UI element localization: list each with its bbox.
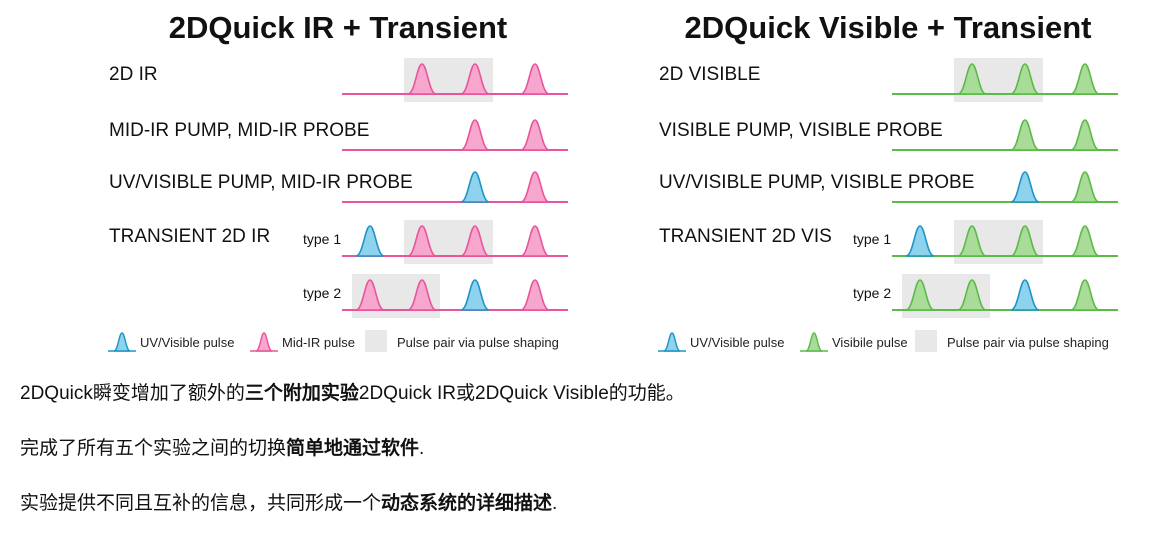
uv-visible-pulse xyxy=(355,225,385,257)
uv-visible-pulse xyxy=(1010,279,1040,311)
type-label: type 1 xyxy=(303,231,341,247)
legend-pulse-icon xyxy=(255,332,273,352)
legend: UV/Visible pulse Mid-IR pulse Pulse pair v… xyxy=(108,330,559,352)
visible-pulse xyxy=(1070,225,1100,257)
mid-ir-pulse xyxy=(520,225,550,257)
row-label: TRANSIENT 2D VIS xyxy=(659,226,832,247)
row-label: 2D VISIBLE xyxy=(659,64,760,85)
mid-ir-pulse xyxy=(407,63,437,95)
visible-pulse xyxy=(1010,225,1040,257)
sequence-row: type 2 xyxy=(303,274,568,318)
type-label: type 2 xyxy=(853,285,891,301)
visible-pulse xyxy=(1070,119,1100,151)
visible-pulse xyxy=(1070,171,1100,203)
uv-visible-pulse xyxy=(460,171,490,203)
paragraph-2: 完成了所有五个实验之间的切换简单地通过软件. xyxy=(20,438,425,459)
legend-label: Visibile pulse xyxy=(832,335,908,350)
legend-shade-swatch xyxy=(365,330,387,352)
paragraph-1: 2DQuick瞬变增加了额外的三个附加实验2DQuick IR或2DQuick … xyxy=(20,383,685,404)
legend-uv-pulse-icon xyxy=(663,332,681,352)
paragraph-3: 实验提供不同且互补的信息，共同形成一个动态系统的详细描述. xyxy=(20,493,558,514)
legend-shade-swatch xyxy=(915,330,937,352)
mid-ir-pulse xyxy=(460,119,490,151)
legend-label: Mid-IR pulse xyxy=(282,335,355,350)
row-label: MID-IR PUMP, MID-IR PROBE xyxy=(109,120,369,141)
row-label: VISIBLE PUMP, VISIBLE PROBE xyxy=(659,120,943,141)
visible-pulse xyxy=(957,279,987,311)
mid-ir-pulse xyxy=(520,279,550,311)
mid-ir-pulse xyxy=(460,225,490,257)
legend-pulse-icon xyxy=(805,332,823,352)
mid-ir-pulse xyxy=(520,119,550,151)
visible-pulse xyxy=(957,63,987,95)
sequence-row: UV/VISIBLE PUMP, MID-IR PROBE xyxy=(109,171,568,203)
legend-label: UV/Visible pulse xyxy=(140,335,234,350)
visible-pulse xyxy=(1010,119,1040,151)
legend: UV/Visible pulse Visibile pulse Pulse pair… xyxy=(658,330,1109,352)
sequence-row: 2D VISIBLE xyxy=(659,58,1118,102)
row-label: UV/VISIBLE PUMP, VISIBLE PROBE xyxy=(659,172,974,193)
uv-visible-pulse xyxy=(905,225,935,257)
panel-2: 2DQuick Visible + Transient 2D VISIBLE VIS… xyxy=(658,10,1118,352)
mid-ir-pulse xyxy=(407,225,437,257)
visible-pulse xyxy=(905,279,935,311)
mid-ir-pulse xyxy=(460,63,490,95)
visible-pulse xyxy=(1070,279,1100,311)
legend-label: Pulse pair via pulse shaping xyxy=(397,335,559,350)
legend-label: Pulse pair via pulse shaping xyxy=(947,335,1109,350)
sequence-row: 2D IR xyxy=(109,58,568,102)
uv-visible-pulse xyxy=(460,279,490,311)
sequence-row: VISIBLE PUMP, VISIBLE PROBE xyxy=(659,119,1118,151)
row-label: TRANSIENT 2D IR xyxy=(109,226,270,247)
mid-ir-pulse xyxy=(355,279,385,311)
mid-ir-pulse xyxy=(520,171,550,203)
mid-ir-pulse xyxy=(407,279,437,311)
panel-title: 2DQuick IR + Transient xyxy=(169,10,508,45)
type-label: type 1 xyxy=(853,231,891,247)
visible-pulse xyxy=(1010,63,1040,95)
legend-uv-pulse-icon xyxy=(113,332,131,352)
row-label: 2D IR xyxy=(109,64,158,85)
row-label: UV/VISIBLE PUMP, MID-IR PROBE xyxy=(109,172,413,193)
type-label: type 2 xyxy=(303,285,341,301)
uv-visible-pulse xyxy=(1010,171,1040,203)
visible-pulse xyxy=(1070,63,1100,95)
panel-title: 2DQuick Visible + Transient xyxy=(685,10,1092,45)
pulse-sequence-figure: 2DQuick IR + Transient 2D IR MID-IR PUMP, … xyxy=(108,10,1118,352)
sequence-row: TRANSIENT 2D VIS type 1 xyxy=(659,220,1118,264)
visible-pulse xyxy=(957,225,987,257)
sequence-row: type 2 xyxy=(853,274,1118,318)
mid-ir-pulse xyxy=(520,63,550,95)
sequence-row: UV/VISIBLE PUMP, VISIBLE PROBE xyxy=(659,171,1118,203)
legend-label: UV/Visible pulse xyxy=(690,335,784,350)
sequence-row: TRANSIENT 2D IR type 1 xyxy=(109,220,568,264)
sequence-row: MID-IR PUMP, MID-IR PROBE xyxy=(109,119,568,151)
panel-1: 2DQuick IR + Transient 2D IR MID-IR PUMP, … xyxy=(108,10,568,352)
